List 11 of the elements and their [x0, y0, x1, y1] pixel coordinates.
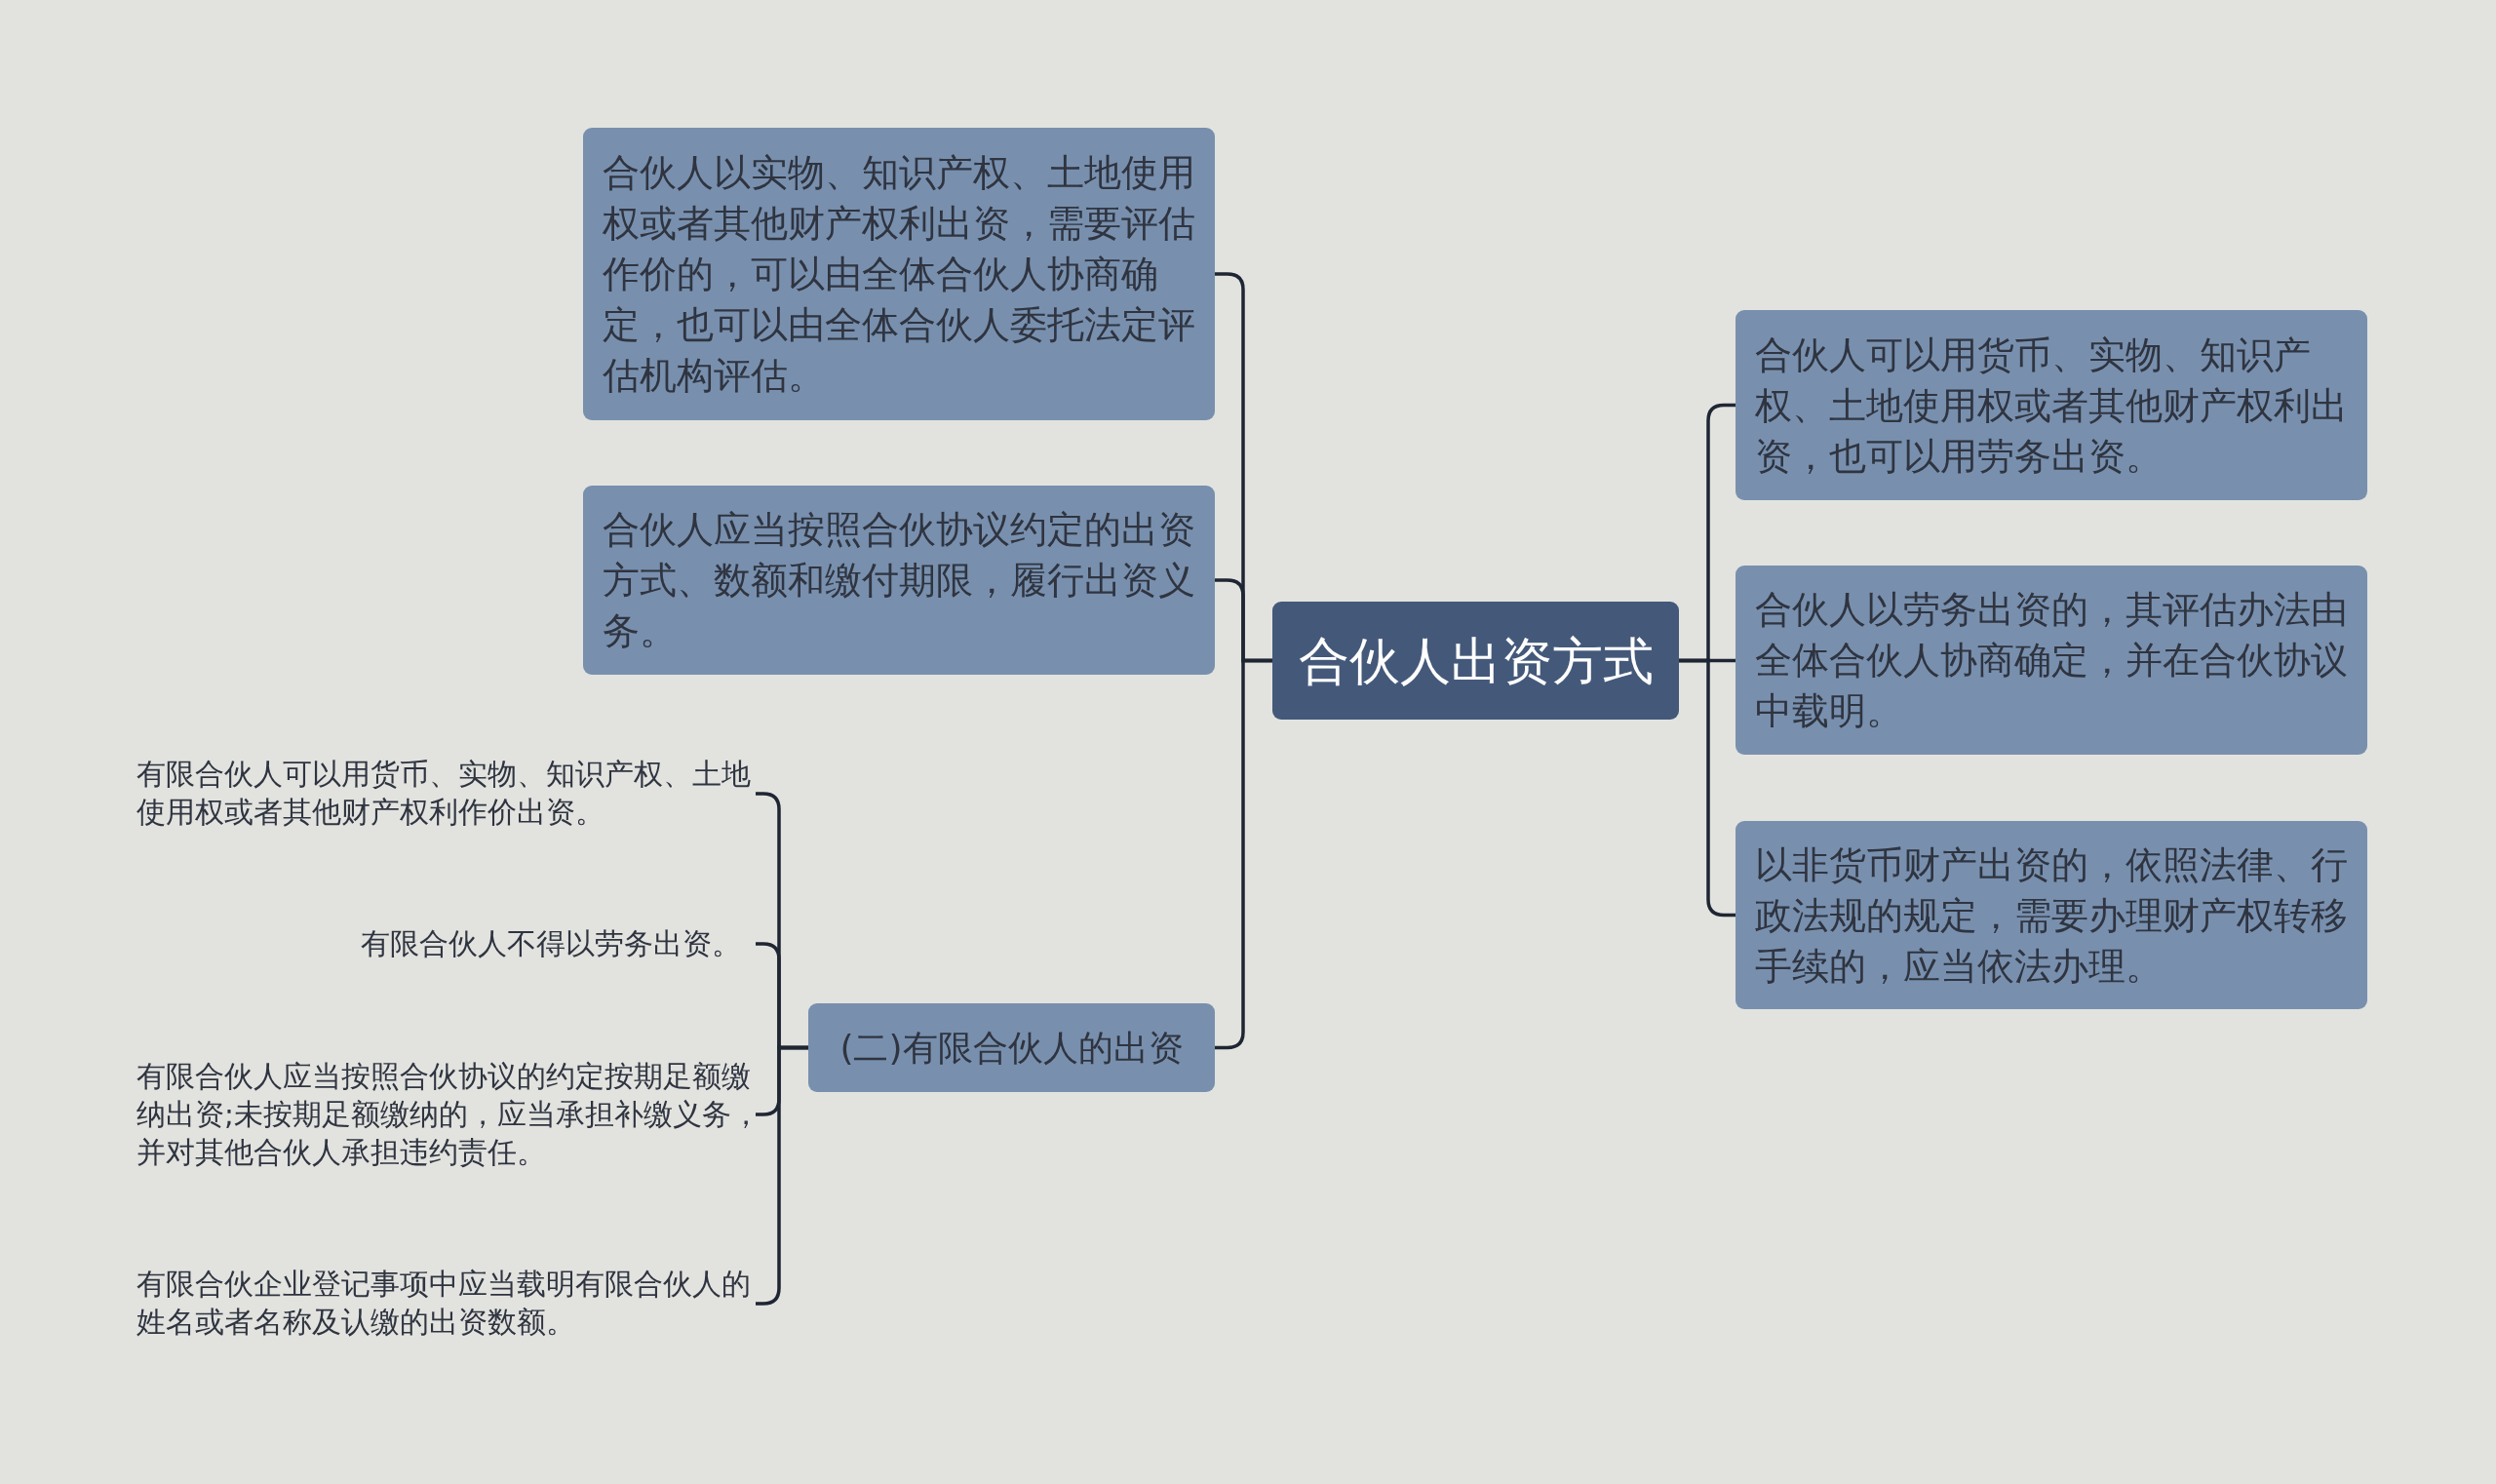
topic-box: 合伙人可以用货币、实物、知识产权、土地使用权或者其他财产权利出资，也可以用劳务出资。	[1736, 310, 2367, 500]
leaf-text: 有限合伙人应当按照合伙协议的约定按期足额缴纳出资;未按期足额缴纳的，应当承担补缴义务，并对其他合伙人承担违约责任。	[136, 1058, 760, 1171]
subtopic-box: (二)有限合伙人的出资	[808, 1003, 1215, 1092]
topic-box: 合伙人以劳务出资的，其评估办法由全体合伙人协商确定，并在合伙协议中载明。	[1736, 566, 2367, 755]
topic-box: 合伙人以实物、知识产权、土地使用权或者其他财产权利出资，需要评估作价的，可以由全体合伙人协商确定，也可以由全体合伙人委托法定评估机构评估。	[583, 128, 1215, 420]
leaf-text: 有限合伙企业登记事项中应当载明有限合伙人的姓名或者名称及认缴的出资数额。	[136, 1267, 752, 1341]
topic-box: 合伙人应当按照合伙协议约定的出资方式、数额和缴付期限，履行出资义务。	[583, 486, 1215, 675]
root-topic-box: 合伙人出资方式	[1272, 602, 1679, 720]
topic-box: 以非货币财产出资的，依照法律、行政法规的规定，需要办理财产权转移手续的，应当依法办理。	[1736, 821, 2367, 1009]
leaf-text: 有限合伙人不得以劳务出资。	[360, 925, 741, 962]
leaf-text: 有限合伙人可以用货币、实物、知识产权、土地使用权或者其他财产权利作价出资。	[136, 757, 752, 831]
